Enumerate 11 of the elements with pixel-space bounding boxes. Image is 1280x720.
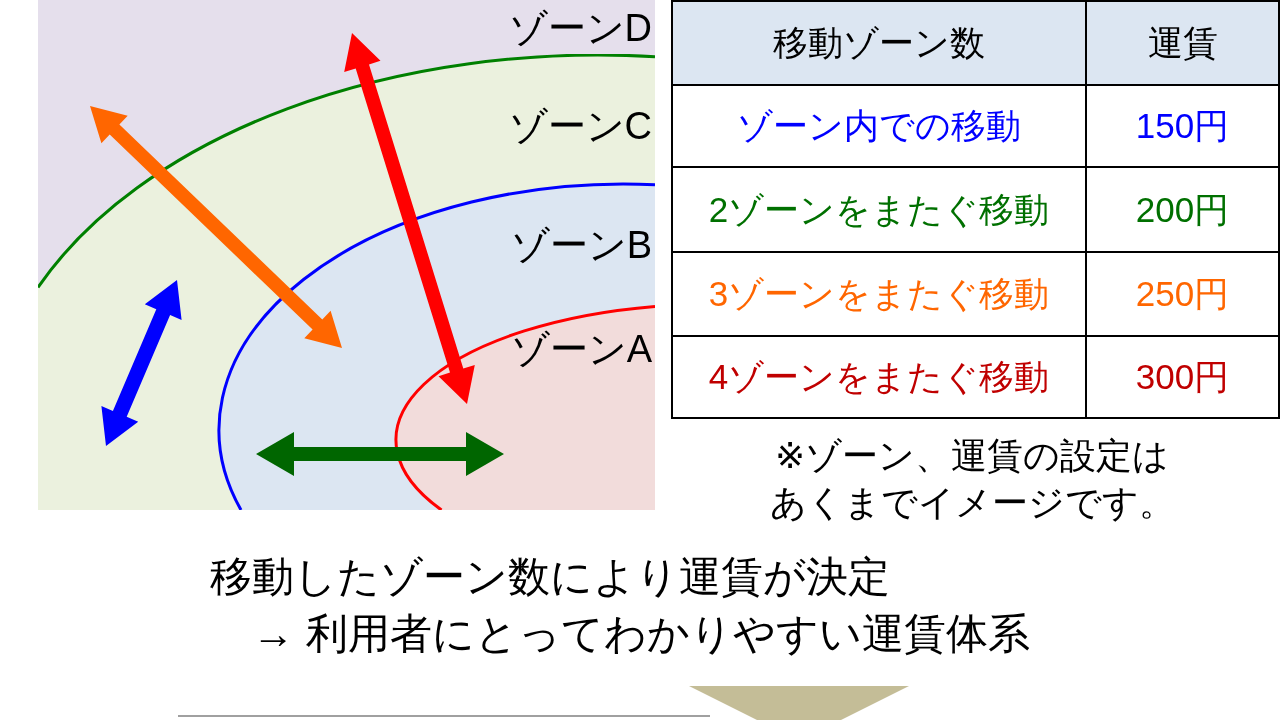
- zone-label: ゾーンC: [508, 106, 652, 146]
- zone-label: ゾーンA: [510, 329, 652, 369]
- zone-label: ゾーンD: [508, 8, 652, 48]
- summary-text: 移動したゾーン数により運賃が決定: [210, 553, 890, 601]
- summary-text: → 利用者にとってわかりやすい運賃体系: [252, 610, 1030, 658]
- table-cell: 300円: [1085, 335, 1280, 419]
- table-header-cell: 移動ゾーン数: [671, 0, 1087, 86]
- table-cell: 4ゾーンをまたぐ移動: [671, 335, 1087, 419]
- note-text: ※ゾーン、運賃の設定はあくまでイメージです。: [768, 434, 1176, 525]
- table-header-cell: 運賃: [1085, 0, 1280, 86]
- zone-label: ゾーンB: [510, 225, 652, 265]
